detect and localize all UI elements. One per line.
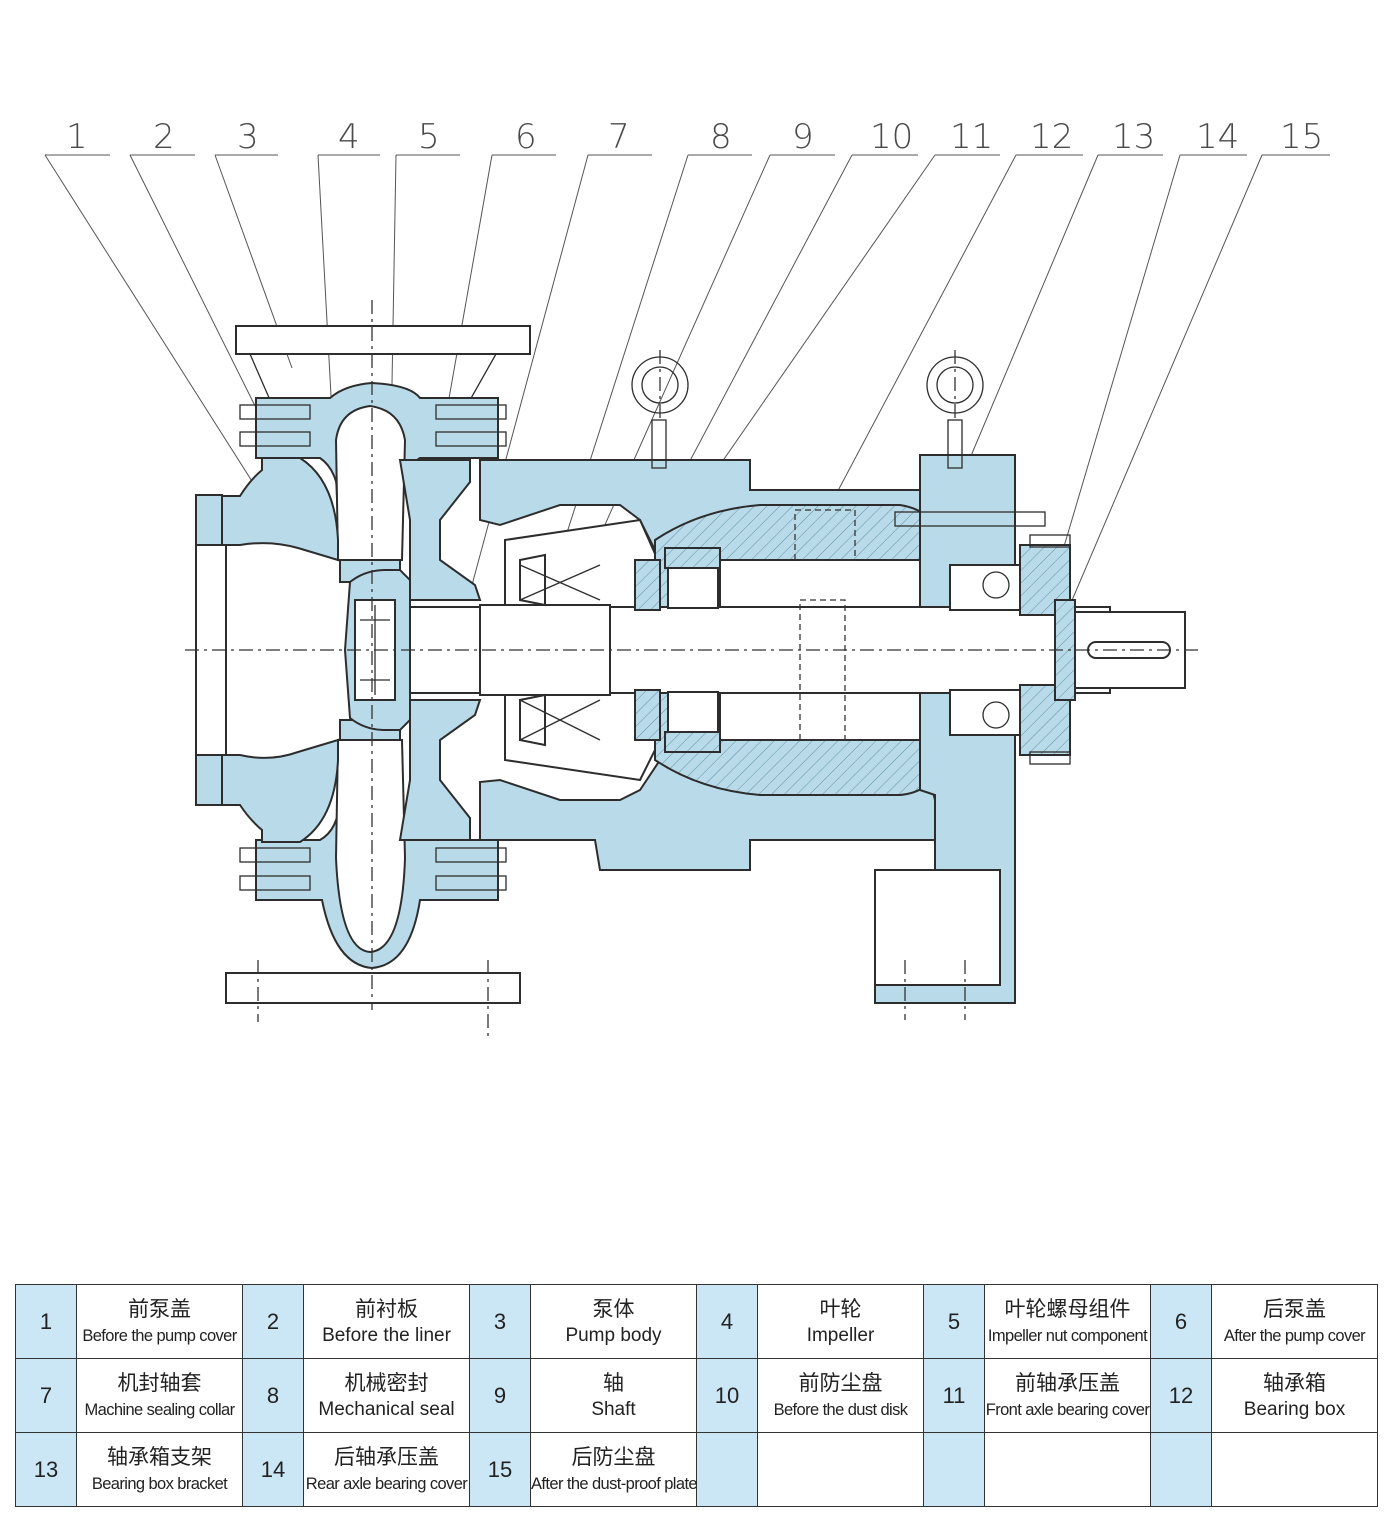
front-dust-disk: [634, 559, 661, 611]
svg-text:7: 7: [608, 117, 630, 157]
legend-name: [757, 1432, 924, 1507]
rear-pump-cover: [398, 459, 482, 601]
legend-name: [1211, 1432, 1378, 1507]
discharge-flange: [235, 325, 531, 355]
legend-number: 11: [923, 1358, 985, 1433]
legend-number: 3: [469, 1284, 531, 1359]
svg-text:8: 8: [710, 117, 732, 157]
mechanical-seal: [519, 553, 546, 747]
front-bearing: [667, 567, 719, 609]
legend-number: 8: [242, 1358, 304, 1433]
callout-13: 13: [964, 117, 1163, 471]
legend-number: 14: [242, 1432, 304, 1507]
base-plate: [225, 972, 521, 1004]
front-bearing-cover: [664, 547, 721, 569]
legend-number: 10: [696, 1358, 758, 1433]
svg-text:13: 13: [1112, 117, 1155, 157]
svg-text:12: 12: [1030, 117, 1073, 157]
svg-text:5: 5: [418, 117, 440, 157]
legend-number: 9: [469, 1358, 531, 1433]
lifting-eyes: [631, 356, 984, 414]
legend-number: 5: [923, 1284, 985, 1359]
svg-text:3: 3: [237, 117, 259, 157]
svg-text:10: 10: [870, 117, 913, 157]
rear-bearing: [949, 564, 1021, 611]
front-pump-cover: [195, 457, 339, 562]
svg-text:11: 11: [950, 117, 993, 157]
pump-sectional-drawing: 1 2 3 4 5 6 7 8 9 10 11 12 13 14 15: [44, 117, 1330, 1040]
legend-number: 13: [15, 1432, 77, 1507]
legend-number: 1: [15, 1284, 77, 1359]
bolts: [239, 404, 1071, 891]
legend-number: 7: [15, 1358, 77, 1433]
legend-number: 15: [469, 1432, 531, 1507]
callout-15: 15: [1069, 117, 1330, 606]
svg-text:4: 4: [338, 117, 360, 157]
svg-text:6: 6: [515, 117, 537, 157]
svg-text:9: 9: [792, 117, 814, 157]
callout-14: 14: [1059, 117, 1247, 561]
svg-text:1: 1: [66, 117, 88, 157]
legend-number: 4: [696, 1284, 758, 1359]
callout-12: 12: [831, 117, 1083, 503]
legend-number: 12: [1150, 1358, 1212, 1433]
legend-number: 6: [1150, 1284, 1212, 1359]
svg-text:14: 14: [1196, 117, 1239, 157]
legend-number: 2: [242, 1284, 304, 1359]
pump-assembly: [185, 300, 1200, 1040]
legend-number: [696, 1432, 758, 1507]
callout-1: 1: [44, 117, 289, 539]
legend-number: [923, 1432, 985, 1507]
svg-text:2: 2: [153, 117, 175, 157]
legend-name: [984, 1432, 1151, 1507]
legend-number: [1150, 1432, 1212, 1507]
svg-text:15: 15: [1280, 117, 1323, 157]
